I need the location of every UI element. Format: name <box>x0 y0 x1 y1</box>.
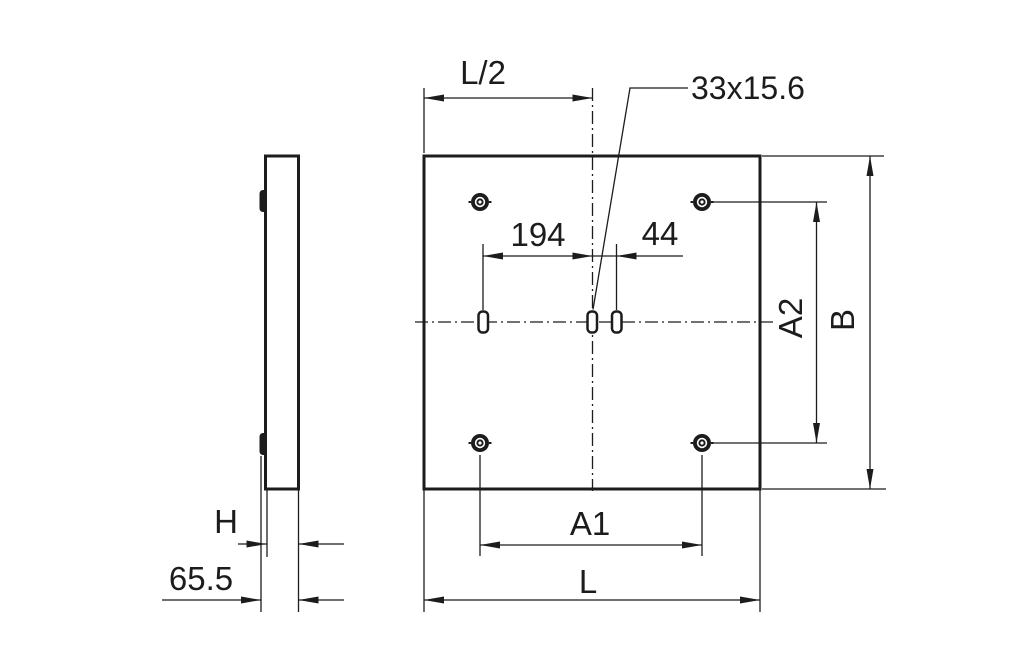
arrowhead <box>813 423 820 443</box>
dimension-L-half: L/2 <box>423 54 593 153</box>
dimension-B: B <box>762 155 886 490</box>
callout-cutout-size: 33x15.6 <box>592 70 805 310</box>
arrowhead <box>298 596 319 604</box>
arrowhead <box>616 252 637 260</box>
dimension-H: H <box>214 503 344 548</box>
arrowhead <box>298 540 319 548</box>
leader-line <box>592 87 688 310</box>
slot-right <box>610 310 623 334</box>
arrowhead <box>813 202 820 222</box>
dimension-44-label: 44 <box>642 215 679 252</box>
side-view: H 65.5 <box>162 154 344 612</box>
dimension-65-5: 65.5 <box>162 560 344 604</box>
cutout-size-label: 33x15.6 <box>691 70 805 106</box>
arrowhead <box>740 596 760 604</box>
arrowhead <box>572 94 593 102</box>
dimension-B-label: B <box>824 309 861 331</box>
slot-left <box>477 310 490 334</box>
arrowhead <box>483 252 503 260</box>
dimension-H-label: H <box>214 503 238 540</box>
slot-center <box>586 310 599 334</box>
dimension-A1-label: A1 <box>570 505 610 542</box>
arrowhead <box>241 596 261 604</box>
arrowhead <box>682 541 702 549</box>
fixing-hole-bottom-left <box>468 434 492 452</box>
arrowhead <box>424 94 444 102</box>
fixing-hole-top-left <box>468 193 492 211</box>
dimension-194-44: 194 44 <box>482 215 683 310</box>
arrowhead <box>246 540 267 548</box>
fixing-hole-top-right <box>690 193 714 211</box>
side-view-body <box>264 154 300 491</box>
arrowhead <box>866 469 874 489</box>
arrowhead <box>572 252 593 260</box>
arrowhead <box>480 541 500 549</box>
dimension-194-label: 194 <box>510 216 565 253</box>
dimension-L-half-label: L/2 <box>460 54 506 91</box>
fixing-hole-bottom-right <box>690 434 714 452</box>
dimension-A2-label: A2 <box>772 298 809 338</box>
front-view: L/2 33x15.6 194 44 A1 <box>415 54 886 612</box>
dimension-L: L <box>423 490 761 612</box>
arrowhead <box>424 596 444 604</box>
dimension-65-5-label: 65.5 <box>169 560 233 597</box>
dimension-L-label: L <box>579 563 597 600</box>
dimension-A2: A2 <box>712 201 827 444</box>
arrowhead <box>866 156 874 176</box>
dimension-A1: A1 <box>479 455 703 556</box>
